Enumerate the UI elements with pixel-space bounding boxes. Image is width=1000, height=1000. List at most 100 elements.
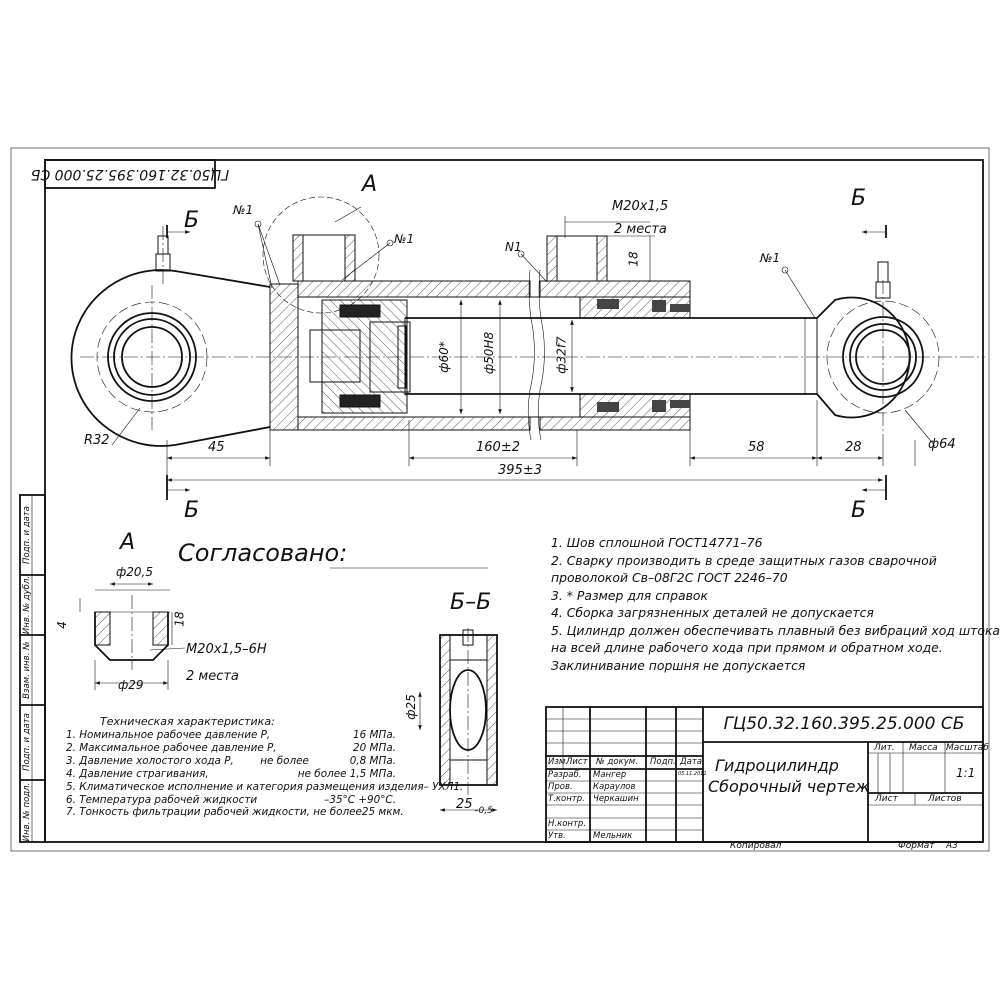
note-2: 2. Сварку производить в среде защитных г…: [551, 552, 937, 568]
note-4: 4. Сборка загрязненных деталей не допуск…: [551, 605, 874, 620]
tb-role-tkontr: Т.контр.: [548, 794, 585, 804]
tech-row: 5. Климатическое исполнение и категория …: [66, 780, 464, 793]
note-1: 1. Шов сплошной ГОСТ14771–76: [551, 535, 763, 550]
side-label-5: Инв. № подл.: [22, 783, 32, 842]
tb-name-2: Сборочный чертеж: [708, 777, 870, 796]
side-label-3: Взам. инв. №: [22, 641, 32, 699]
callout-weld-1: №1: [233, 203, 254, 217]
note-5b: на всей длине рабочего хода при прямом и…: [551, 640, 943, 655]
callout-weld-3: N1: [505, 240, 522, 254]
view-a-detail: [79, 582, 186, 690]
right-eye: [816, 261, 940, 440]
left-port-boss: [262, 196, 380, 314]
outer-frame: [10, 147, 990, 852]
tb-role-prov: Пров.: [548, 782, 573, 792]
dim-r32: R32: [84, 433, 110, 448]
tb-format: Формат А3: [898, 841, 958, 851]
view-a-thread: М20х1,5–6Н: [186, 642, 267, 657]
section-b-label-tl: Б: [184, 208, 200, 233]
piston: [309, 299, 411, 414]
note-2b: проволокой Св–08Г2С ГОСТ 2246–70: [551, 570, 788, 585]
dim-58: 58: [748, 440, 765, 455]
view-a-places: 2 места: [186, 669, 239, 684]
cylinder-bottom: [269, 283, 299, 431]
right-port-boss: [546, 235, 608, 282]
dim-45: 45: [208, 440, 225, 455]
view-a-h18: 18: [172, 611, 187, 627]
side-stamp: Подп. и дата Инв. № дубл. Взам. инв. № П…: [19, 494, 46, 843]
tb-name-1: Гидроцилиндр: [715, 756, 839, 775]
tb-name-razrab: Мангер: [593, 770, 627, 780]
callout-leaders: [254, 206, 816, 319]
agreed-label: Согласовано:: [178, 539, 348, 567]
tech-row: 1. Номинальное рабочее давление Р,16 МПа…: [66, 729, 396, 741]
cylinder-assembly: [70, 196, 985, 500]
side-label-4: Подп. и дата: [22, 713, 32, 771]
dim-d32: ф32f7: [554, 336, 569, 374]
callout-weld-4: №1: [760, 251, 781, 265]
tb-listov: Листов: [928, 794, 962, 804]
view-a-label: А: [362, 172, 378, 197]
dim-thread: М20х1,5: [612, 199, 669, 214]
tb-h-sign: Подп.: [650, 757, 676, 767]
tb-lit: Лит.: [874, 743, 895, 753]
inverted-number-box: ГЦ50.32.160.395.25.000 СБ: [31, 159, 229, 189]
left-eye: [70, 226, 271, 447]
barrel: [297, 269, 691, 441]
section-bb-label: Б–Б: [450, 590, 492, 615]
note-5: 5. Цилиндр должен обеспечивать плавный б…: [551, 622, 1000, 638]
view-bb-d25: ф25: [403, 694, 418, 720]
tb-list: Лист: [875, 794, 898, 804]
section-b-label-bl: Б: [184, 498, 200, 523]
tb-name-utv: Мельник: [593, 831, 633, 841]
section-b-label-tr: Б: [851, 186, 867, 211]
tb-role-razrab: Разраб.: [548, 770, 582, 780]
view-bb-w25: 25: [456, 797, 473, 812]
dim-d60: ф60*: [436, 341, 451, 373]
tech-row: 7. Тонкость фильтрации рабочей жидкости,…: [66, 806, 404, 819]
tb-massa: Масса: [909, 743, 938, 753]
tech-row: 2. Максимальное рабочее давление Р,20 МП…: [66, 741, 396, 754]
tech-list: 1. Номинальное рабочее давление Р,16 МПа…: [66, 729, 464, 819]
dim-28: 28: [845, 440, 862, 455]
note-3: 3. * Размер для справок: [551, 587, 708, 603]
dimensions: [111, 216, 936, 490]
inverted-drawing-number: ГЦ50.32.160.395.25.000 СБ: [31, 166, 229, 182]
view-bb-section: [418, 628, 498, 812]
view-a-d29: ф29: [118, 678, 144, 692]
tb-h-list: Лист: [566, 757, 588, 767]
dim-places: 2 места: [614, 222, 667, 237]
side-label-2: Инв. № дубл.: [22, 576, 32, 634]
dim-d64: ф64: [928, 437, 956, 452]
tb-role-utv: Утв.: [548, 831, 566, 841]
tb-name-tkontr: Черкашин: [593, 794, 639, 804]
note-5c: Заклинивание поршня не допускается: [551, 657, 806, 673]
tb-h-date: Дата: [680, 757, 703, 767]
tb-date-small: 05.11.2011: [678, 771, 707, 777]
title-block: [545, 706, 984, 843]
tech-row: 6. Температура рабочей жидкости–35°С +90…: [66, 793, 396, 806]
view-bb-tol: –0,5: [474, 806, 493, 816]
gland: [579, 296, 691, 418]
dim-395: 395±3: [498, 463, 542, 478]
callout-weld-2: №1: [394, 232, 415, 246]
view-a-d205: ф20,5: [116, 565, 153, 579]
tb-h-izm: Изм.: [548, 757, 568, 767]
section-b-label-br: Б: [851, 498, 867, 523]
notes-block: 1. Шов сплошной ГОСТ14771–76 2. Сварку п…: [551, 534, 1000, 674]
dim-d50: ф50Н8: [482, 331, 497, 375]
side-label-1: Подп. и дата: [22, 506, 32, 564]
detail-a-label: А: [120, 530, 136, 555]
tb-masshtab: Масштаб: [946, 743, 989, 753]
tb-copied: Копировал: [730, 841, 782, 851]
dim-160: 160±2: [476, 440, 520, 455]
tb-role-nkontr: Н.контр.: [548, 819, 587, 829]
tech-title: Техническая характеристика:: [100, 715, 275, 728]
tb-name-prov: Карaулов: [593, 782, 636, 792]
dim-height-18: 18: [626, 251, 641, 267]
view-a-h4: 4: [54, 621, 69, 629]
